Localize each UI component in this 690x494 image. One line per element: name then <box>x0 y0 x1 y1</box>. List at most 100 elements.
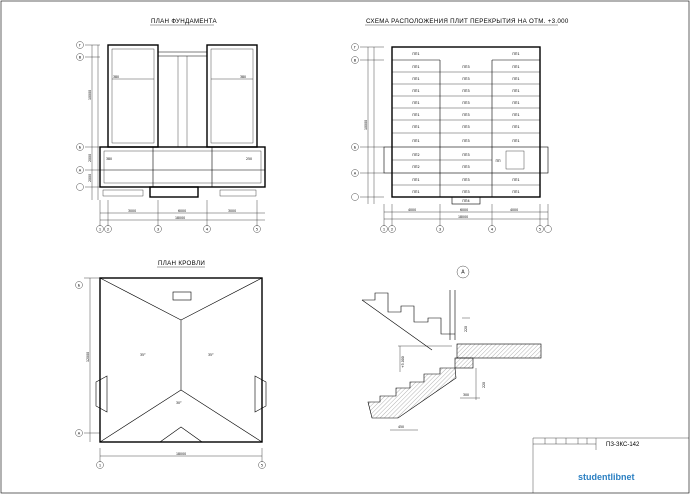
svg-text:ПП3: ПП3 <box>462 178 469 182</box>
svg-text:18000: 18000 <box>458 215 468 219</box>
svg-text:30°: 30° <box>176 401 182 405</box>
svg-text:ПП1: ПП1 <box>512 65 519 69</box>
slab-rows-left: ПП1 ПП1 ПП1 ПП1 ПП1 ПП1 ПП1 ПП1 ПП2 ПП2 … <box>392 52 440 194</box>
svg-text:ПП1: ПП1 <box>412 77 419 81</box>
roof-axis-1: 1 <box>96 461 104 469</box>
svg-text:2000: 2000 <box>88 154 92 162</box>
foundation-axis-A: А <box>76 166 84 174</box>
stamp-code: ПЗ-ЗКС-142 <box>606 442 640 448</box>
foundation-axis-2: 2 <box>104 225 112 233</box>
foundation-plan: ПЛАН ФУНДАМЕНТА Г В <box>76 18 266 233</box>
svg-text:ПП1: ПП1 <box>512 139 519 143</box>
detail-a: А +3.000 220 300 450 220 <box>361 265 542 431</box>
svg-text:ПП1: ПП1 <box>412 190 419 194</box>
svg-text:ПП2: ПП2 <box>412 153 419 157</box>
slab-scheme-title: СХЕМА РАСПОЛОЖЕНИЯ ПЛИТ ПЕРЕКРЫТИЯ НА ОТ… <box>366 18 569 25</box>
svg-text:380: 380 <box>113 75 119 79</box>
foundation-dim-total: 18000 <box>175 216 185 220</box>
svg-text:ПП1: ПП1 <box>512 101 519 105</box>
foundation-plan-title: ПЛАН ФУНДАМЕНТА <box>151 18 217 25</box>
svg-text:+3.000: +3.000 <box>401 356 405 368</box>
slab-axis-B: Б <box>351 143 359 151</box>
svg-text:ПП1: ПП1 <box>412 125 419 129</box>
svg-text:1: 1 <box>383 227 385 231</box>
slab-axis-4: 4 <box>488 225 496 233</box>
svg-text:3000: 3000 <box>128 209 136 213</box>
svg-text:ПП3: ПП3 <box>462 65 469 69</box>
svg-text:35°: 35° <box>140 353 146 357</box>
detail-marker: А <box>461 270 465 276</box>
svg-text:Г: Г <box>79 43 81 47</box>
svg-text:ПП1: ПП1 <box>512 178 519 182</box>
svg-text:2: 2 <box>391 227 393 231</box>
slab-axis-G: Г <box>351 43 359 51</box>
svg-text:380: 380 <box>240 75 246 79</box>
roof-dim-width: 18000 <box>176 452 186 456</box>
svg-text:ПП1: ПП1 <box>512 125 519 129</box>
roof-plan-title: ПЛАН КРОВЛИ <box>158 260 205 267</box>
roof-axis-5: 5 <box>258 461 266 469</box>
svg-text:35°: 35° <box>208 353 214 357</box>
svg-text:ПП1: ПП1 <box>412 89 419 93</box>
svg-text:4: 4 <box>491 227 494 231</box>
svg-text:ПП2: ПП2 <box>412 165 419 169</box>
svg-text:3: 3 <box>157 227 159 231</box>
roof-axis-B: Б <box>75 281 83 289</box>
svg-text:А: А <box>354 171 357 175</box>
svg-text:6000: 6000 <box>460 208 468 212</box>
svg-text:ПП1: ПП1 <box>412 65 419 69</box>
svg-text:2: 2 <box>107 227 109 231</box>
svg-text:А: А <box>78 431 81 435</box>
svg-text:250: 250 <box>246 157 252 161</box>
svg-text:Б: Б <box>78 283 81 287</box>
svg-text:380: 380 <box>106 157 112 161</box>
svg-text:2000: 2000 <box>88 174 92 182</box>
svg-text:ПП1: ПП1 <box>412 178 419 182</box>
slab-axis-1: 1 <box>380 225 388 233</box>
svg-text:ПП3: ПП3 <box>462 101 469 105</box>
svg-text:ПП1: ПП1 <box>512 190 519 194</box>
foundation-axis-1: 1 <box>96 225 104 233</box>
svg-text:ПП4: ПП4 <box>462 199 469 203</box>
svg-text:6000: 6000 <box>178 209 186 213</box>
slab-rows-middle: ПП3 ПП3 ПП3 ПП3 ПП3 ПП3 ПП3 ПП3 ПП3 ПП3 … <box>440 65 492 203</box>
svg-text:В: В <box>79 55 82 59</box>
svg-text:450: 450 <box>398 425 404 429</box>
svg-text:ПП1: ПП1 <box>412 52 419 56</box>
svg-text:ПП1: ПП1 <box>412 101 419 105</box>
svg-text:ПП1: ПП1 <box>412 113 419 117</box>
svg-text:ПП3: ПП3 <box>462 190 469 194</box>
svg-text:ПП3: ПП3 <box>462 139 469 143</box>
svg-text:ПП1: ПП1 <box>512 52 519 56</box>
svg-text:ПП3: ПП3 <box>462 165 469 169</box>
svg-text:5: 5 <box>261 463 263 467</box>
svg-text:10000: 10000 <box>364 120 368 130</box>
svg-text:ПП3: ПП3 <box>462 77 469 81</box>
svg-text:4000: 4000 <box>408 208 416 212</box>
foundation-dim-height: 10000 <box>88 90 92 100</box>
foundation-axis-G: Г <box>76 41 84 49</box>
svg-text:ПП: ПП <box>495 159 501 163</box>
svg-text:5: 5 <box>256 227 258 231</box>
svg-text:3: 3 <box>439 227 441 231</box>
foundation-axis-V: В <box>76 53 84 61</box>
slab-axis-5: 5 <box>536 225 544 233</box>
svg-text:ПП3: ПП3 <box>462 153 469 157</box>
svg-text:220: 220 <box>482 382 486 388</box>
slab-axis-3: 3 <box>436 225 444 233</box>
foundation-axis-4: 4 <box>203 225 211 233</box>
slab-rows-right: ПП1 ПП1 ПП1 ПП1 ПП1 ПП1 ПП1 ПП1 ПП ПП1 П… <box>492 52 540 194</box>
roof-dim-height: 12000 <box>86 352 90 362</box>
svg-text:3000: 3000 <box>228 209 236 213</box>
svg-text:В: В <box>354 58 357 62</box>
svg-text:4000: 4000 <box>510 208 518 212</box>
svg-text:ПП1: ПП1 <box>512 89 519 93</box>
svg-text:ПП3: ПП3 <box>462 125 469 129</box>
svg-text:1: 1 <box>99 463 101 467</box>
svg-text:300: 300 <box>463 393 469 397</box>
svg-text:ПП3: ПП3 <box>462 89 469 93</box>
title-block: ПЗ-ЗКС-142 studentlibnet <box>532 437 689 493</box>
svg-text:ПП1: ПП1 <box>512 113 519 117</box>
